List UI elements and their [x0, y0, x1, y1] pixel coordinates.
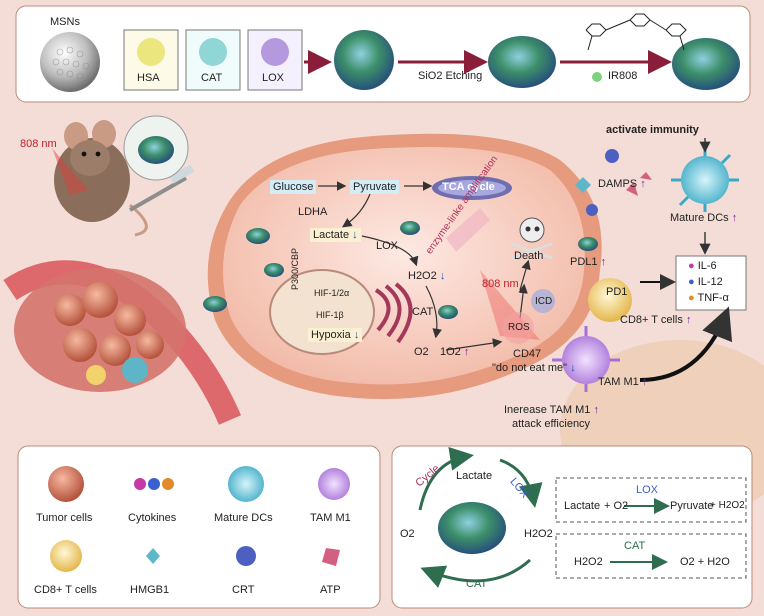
tumor-vessel: [3, 260, 242, 425]
cytokine-tnfa: ● TNF-α: [688, 292, 729, 304]
damps-icons: [575, 149, 652, 216]
icd-label: ICD: [535, 296, 553, 307]
cycle-cat: CAT: [466, 578, 488, 590]
ros-glow: [502, 312, 534, 344]
legend-cytokines: Cytokines: [128, 512, 177, 524]
icd-glow: [531, 289, 555, 313]
cycle-particle: [438, 502, 506, 554]
legend-atp: ATP: [320, 584, 341, 596]
ir808-structure: [585, 13, 687, 51]
loaded-msn-particle: [334, 30, 394, 90]
ros-label: ROS: [508, 322, 530, 333]
msns-label: MSNs: [50, 16, 80, 28]
cd47-label: CD47: [513, 348, 542, 360]
reaction1-h2o2: + H2O2: [710, 500, 745, 511]
hif1b-label: HIF-1β: [316, 310, 344, 320]
cd8-t-cell: [588, 278, 632, 322]
etched-particle: [488, 36, 556, 88]
pyruvate-label: Pyruvate: [350, 180, 400, 194]
cycle-lactate: Lactate: [456, 470, 493, 482]
death-label: Death: [514, 250, 544, 262]
cell-laser-label: 808 nm: [482, 278, 519, 290]
msn-particle: [40, 32, 100, 92]
mouse-laser-label: 808 nm: [20, 138, 57, 150]
ir808-label: IR808: [608, 70, 638, 82]
lox-cell-label: LOX: [376, 240, 399, 252]
reaction-boxes: [555, 477, 747, 579]
hsa-label: HSA: [137, 72, 160, 84]
dont-eat-label: "do not eat me" ↓: [492, 362, 576, 374]
mouse: [54, 120, 148, 237]
attack-efficiency-label: attack efficiency: [512, 418, 591, 430]
mature-dc-cell: [671, 138, 739, 212]
cytokine-il6: ● IL-6: [688, 260, 717, 272]
reaction2-h2o2: H2O2: [574, 556, 603, 568]
golgi: [374, 282, 413, 344]
cycle-o2: O2: [400, 528, 415, 540]
glucose-label: Glucose: [270, 180, 317, 194]
legend-panel: [17, 445, 381, 609]
cytokine-box: [675, 255, 747, 311]
ldha-label: LDHA: [298, 206, 328, 218]
damps-label: DAMPS ↑: [598, 178, 646, 190]
h2o2-cell-label: H2O2 ↓: [408, 270, 446, 282]
mature-dcs-label: Mature DCs ↑: [670, 212, 738, 224]
etching-label: SiO2 Etching: [418, 70, 483, 82]
ir808-dot: [592, 72, 602, 82]
cytokine-il12: ● IL-12: [688, 276, 723, 288]
pd1-label: PD1: [606, 286, 628, 298]
legend-tumor-cells: Tumor cells: [36, 512, 93, 524]
legend-crt: CRT: [232, 584, 255, 596]
increase-tam-label: Inerease TAM M1 ↑: [504, 404, 599, 416]
reaction1-pyruvate: Pyruvate: [670, 500, 714, 512]
lactate-label: Lactate ↓: [310, 228, 361, 242]
cd8-label: CD8+ T cells ↑: [620, 314, 692, 326]
tam-m1-label: TAM M1 ↑: [598, 376, 648, 388]
hypoxia-label: Hypoxia ↓: [308, 328, 363, 342]
skull-icon: [511, 217, 553, 260]
singlet-o2-label: 1O2 ↑: [440, 346, 470, 358]
legend-tam-m1: TAM M1: [310, 512, 351, 524]
ir808-loaded-particle: [672, 38, 740, 90]
legend-icons: [48, 466, 350, 572]
reaction1-o2: + O2: [604, 500, 629, 512]
syringe: [129, 164, 195, 212]
legend-cd8: CD8+ T cells: [34, 584, 97, 596]
cat-cell-label: CAT: [412, 306, 434, 318]
o2-cell-label: O2: [414, 346, 429, 358]
legend-hmgb1: HMGB1: [130, 584, 170, 596]
reaction1-lactate: Lactate: [564, 500, 601, 512]
lox-label: LOX: [262, 72, 285, 84]
reaction2-products: O2 + H2O: [680, 556, 730, 568]
cell-nanoparticles: [203, 221, 598, 319]
tam-m1-cell: [552, 326, 620, 392]
reaction2-cat: CAT: [624, 540, 646, 552]
reaction1-lox: LOX: [636, 484, 659, 496]
cycle-h2o2: H2O2: [524, 528, 553, 540]
activate-immunity-label: activate immunity: [606, 124, 699, 136]
p300-label: P300/CBP: [290, 247, 300, 290]
laser-beam: [52, 148, 88, 195]
pdl1-label: PDL1 ↑: [570, 256, 607, 268]
hif1a-label: HIF-1/2α: [314, 288, 350, 298]
legend-mature-dcs: Mature DCs: [214, 512, 273, 524]
cat-label: CAT: [201, 72, 223, 84]
tca-label: TCA cycle: [442, 181, 495, 193]
